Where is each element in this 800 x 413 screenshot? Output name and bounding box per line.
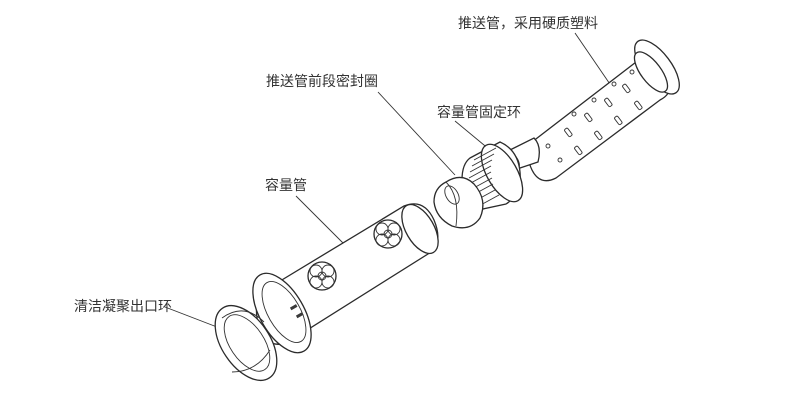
leader-front-seal	[377, 91, 456, 176]
flower-pattern-icon	[307, 261, 337, 291]
label-capacity-tube: 容量管	[265, 177, 307, 194]
leader-capacity-tube	[295, 195, 346, 246]
capacity-tube	[252, 203, 439, 354]
leader-fixing-ring	[454, 120, 491, 151]
flower-pattern-icon	[373, 219, 403, 249]
label-fixing-ring: 容量管固定环	[437, 104, 521, 121]
outlet-ring	[214, 305, 278, 381]
label-push-tube: 推送管，采用硬质塑料	[458, 16, 598, 32]
front-seal	[433, 176, 484, 229]
push-tube-holes	[545, 69, 643, 163]
label-outlet-ring: 清洁凝聚出口环	[74, 299, 172, 315]
label-front-seal: 推送管前段密封圈	[266, 73, 378, 90]
leader-push-tube	[574, 32, 615, 91]
push-tube	[504, 39, 680, 182]
leader-lines	[164, 32, 615, 333]
